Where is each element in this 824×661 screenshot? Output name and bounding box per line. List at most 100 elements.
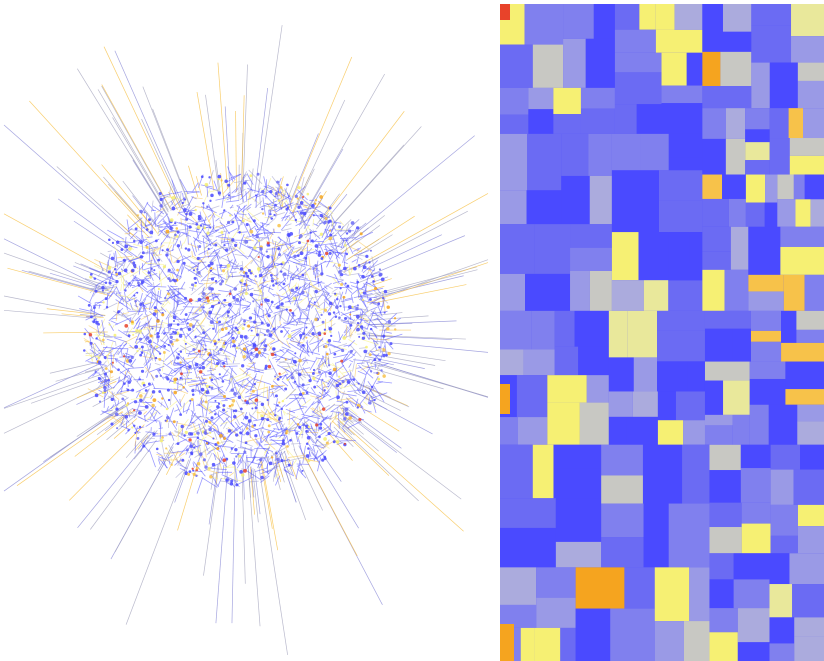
graph-edge bbox=[326, 274, 338, 280]
graph-edge bbox=[299, 176, 305, 195]
treemap-cell bbox=[797, 526, 824, 554]
graph-edge bbox=[183, 227, 191, 244]
graph-edge bbox=[227, 211, 234, 216]
graph-node bbox=[207, 264, 211, 268]
graph-node bbox=[227, 183, 231, 187]
graph-node bbox=[264, 364, 268, 368]
graph-edge bbox=[331, 238, 345, 254]
graph-edge bbox=[297, 342, 310, 357]
graph-node bbox=[134, 431, 137, 434]
graph-node bbox=[301, 383, 305, 387]
graph-node bbox=[206, 231, 210, 235]
graph-edge bbox=[361, 210, 468, 267]
graph-edge bbox=[167, 359, 174, 365]
graph-edge bbox=[195, 205, 204, 209]
graph-edge bbox=[299, 405, 308, 408]
graph-edge bbox=[245, 337, 250, 341]
graph-node bbox=[339, 304, 342, 308]
graph-node bbox=[255, 333, 260, 337]
graph-edge bbox=[375, 347, 385, 352]
graph-edge bbox=[238, 340, 250, 347]
graph-node bbox=[343, 266, 347, 271]
graph-edge bbox=[168, 407, 175, 423]
graph-edge bbox=[147, 345, 156, 363]
graph-edge bbox=[327, 379, 334, 388]
graph-edge bbox=[144, 410, 159, 422]
graph-node bbox=[179, 361, 182, 364]
graph-node bbox=[176, 442, 180, 446]
graph-edge bbox=[103, 392, 109, 400]
graph-edge bbox=[206, 291, 212, 296]
graph-node bbox=[327, 431, 331, 436]
graph-edge bbox=[129, 372, 142, 388]
graph-edge bbox=[169, 249, 173, 263]
graph-edge bbox=[369, 297, 381, 305]
treemap-cell bbox=[500, 417, 518, 445]
graph-edge bbox=[288, 246, 295, 259]
graph-node bbox=[103, 385, 107, 390]
graph-node bbox=[361, 327, 364, 330]
treemap-cell bbox=[547, 402, 580, 445]
graph-edge bbox=[245, 368, 265, 374]
graph-edge bbox=[312, 265, 315, 275]
graph-node bbox=[299, 251, 304, 256]
graph-edge bbox=[288, 194, 292, 201]
graph-edge bbox=[251, 335, 256, 342]
graph-edge bbox=[221, 368, 230, 380]
graph-node bbox=[325, 441, 329, 445]
graph-node bbox=[139, 394, 143, 398]
treemap-cell bbox=[745, 142, 770, 161]
graph-edge bbox=[112, 260, 126, 269]
graph-edge bbox=[108, 390, 120, 400]
graph-node bbox=[209, 376, 212, 379]
graph-node bbox=[335, 305, 339, 310]
graph-edge bbox=[269, 439, 283, 441]
graph-edge bbox=[213, 353, 231, 357]
graph-node bbox=[201, 362, 205, 365]
graph-edge bbox=[330, 144, 405, 227]
graph-edge bbox=[234, 289, 247, 297]
graph-edge bbox=[225, 283, 234, 288]
graph-edge bbox=[285, 236, 289, 243]
graph-edge bbox=[77, 68, 166, 212]
graph-edge bbox=[249, 414, 258, 421]
graph-node bbox=[256, 172, 260, 176]
graph-node bbox=[346, 284, 350, 288]
graph-edge bbox=[74, 262, 114, 279]
graph-edge bbox=[106, 260, 109, 269]
graph-node bbox=[317, 253, 322, 257]
graph-node bbox=[242, 274, 246, 278]
graph-edge bbox=[184, 190, 201, 193]
graph-edge bbox=[148, 449, 156, 468]
graph-node bbox=[219, 347, 223, 352]
graph-edge bbox=[328, 396, 337, 401]
graph-edge bbox=[132, 274, 139, 281]
graph-edge bbox=[213, 409, 225, 423]
graph-edge bbox=[254, 227, 258, 233]
treemap-cell bbox=[614, 4, 640, 30]
graph-edge bbox=[352, 306, 369, 311]
graph-edge bbox=[126, 219, 130, 235]
graph-edge bbox=[263, 475, 267, 479]
graph-node bbox=[244, 415, 249, 420]
graph-edge bbox=[152, 346, 157, 353]
graph-node bbox=[183, 208, 187, 212]
graph-edge bbox=[288, 371, 295, 381]
graph-edge bbox=[225, 354, 228, 365]
graph-node bbox=[138, 425, 142, 429]
graph-node bbox=[318, 370, 321, 374]
treemap-cell bbox=[780, 246, 824, 275]
graph-edge bbox=[162, 233, 178, 241]
graph-node bbox=[136, 214, 139, 217]
graph-edge bbox=[182, 402, 185, 413]
graph-node bbox=[323, 437, 327, 441]
treemap-cell bbox=[737, 642, 770, 661]
graph-node bbox=[233, 392, 237, 396]
graph-node bbox=[298, 241, 301, 245]
graph-node bbox=[93, 306, 96, 309]
graph-edge bbox=[304, 309, 310, 312]
graph-node bbox=[258, 273, 263, 278]
graph-edge bbox=[356, 362, 365, 364]
graph-edge bbox=[120, 374, 126, 394]
graph-edge bbox=[224, 379, 231, 382]
